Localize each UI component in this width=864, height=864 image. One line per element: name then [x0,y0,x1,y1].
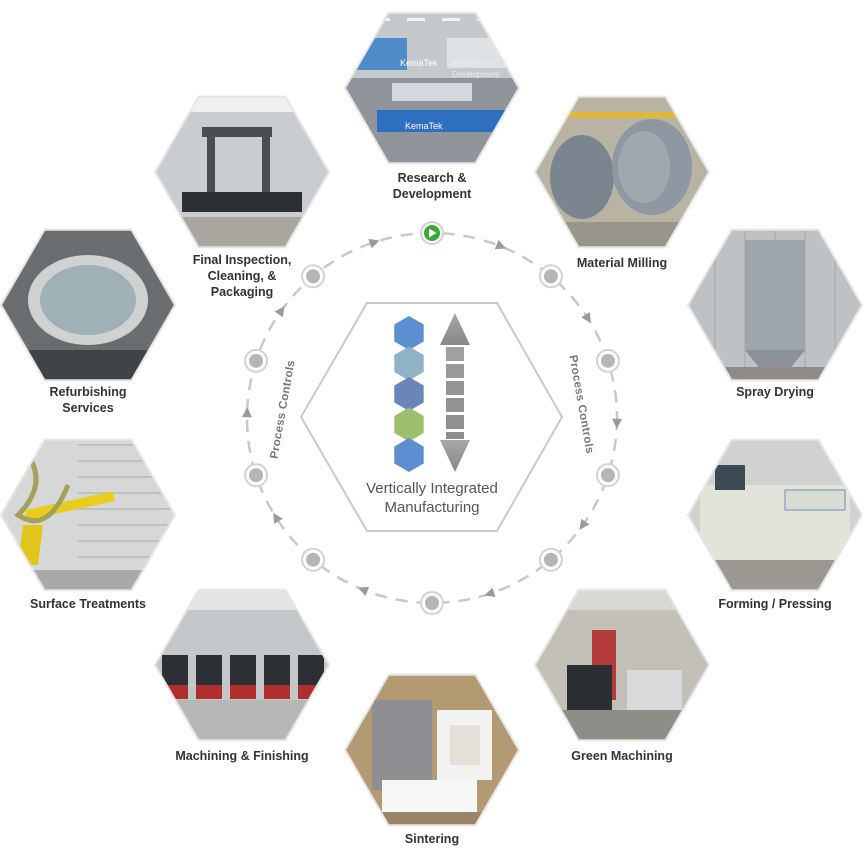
step-photo-border [686,228,864,382]
step-photo-1 [345,12,519,164]
step-photo-border [153,588,331,742]
step-photo-6 [345,674,519,826]
photo-sign-text: Development [452,70,500,79]
step-photo-border [343,11,521,165]
center-hexagon [299,302,564,532]
step-label-8: Surface Treatments [30,597,146,611]
process-node-dot [600,468,615,483]
process-node-dot [543,552,558,567]
step-photo-border [686,438,864,592]
step-label-6: Sintering [405,832,459,846]
step-photo-border [153,95,331,249]
process-controls-right-label: Process Controls [566,354,595,455]
photo-sign-text: KemaTek [400,58,438,68]
center-title-line1: Vertically Integrated [366,480,498,497]
step-label-10: Final Inspection, [193,253,292,267]
process-node-dot [600,353,615,368]
step-label-1: Development [393,187,472,201]
process-node-dot [249,353,264,368]
step-photo-border [533,588,711,742]
step-label-9: Refurbishing [49,385,126,399]
flow-arrow-icon [484,587,496,598]
flow-arrow-icon [241,407,252,418]
flow-arrow-icon [358,586,370,597]
step-label-7: Machining & Finishing [175,749,308,763]
photo-sign-text: KemaTek [405,121,443,131]
center-hex-1 [394,316,424,350]
step-photo-2 [535,96,709,248]
step-label-1: Research & [398,171,467,185]
center-hex-4 [394,407,424,442]
flow-arrow-icon [612,418,623,429]
step-photo-border [0,438,177,592]
process-controls-left-label: Process Controls [268,359,297,460]
step-label-9: Services [62,401,113,415]
center-hex-stack [394,316,424,472]
flow-arrow-icon [579,518,590,530]
flow-arrow-icon [581,311,591,324]
step-photo-border [533,95,711,249]
step-label-10: Packaging [211,285,274,299]
step-label-5: Green Machining [571,749,672,763]
step-photo-9 [1,229,175,381]
center-panel: Vertically Integrated Manufacturing [299,302,564,532]
photo-sign-text: Research & [452,59,494,68]
process-node-dot [543,269,558,284]
step-label-10: Cleaning, & [208,269,277,283]
process-node-dot [306,552,321,567]
step-photo-4 [688,439,862,591]
step-photo-7 [155,589,329,741]
process-node-dot [249,468,264,483]
step-photo-10 [155,96,329,248]
flow-arrow-icon [494,239,506,250]
flow-arrow-icon [274,306,285,318]
flow-arrow-icon [273,512,283,525]
center-hex-2 [394,346,424,381]
process-ring [241,221,623,615]
step-photo-8 [1,439,175,591]
step-photo-border [343,673,521,827]
process-node-dot [425,596,439,610]
center-hex-3 [394,377,424,411]
step-photo-border [0,228,177,382]
step-label-2: Material Milling [577,256,667,270]
step-photo-5 [535,589,709,741]
double-arrow-icon [440,313,470,472]
process-node-dot [306,269,321,284]
center-hex-5 [394,438,424,472]
center-title-line2: Manufacturing [384,499,479,516]
flow-arrow-icon [368,238,380,249]
step-label-3: Spray Drying [736,385,814,399]
step-photo-3 [688,229,862,381]
step-label-4: Forming / Pressing [718,597,831,611]
